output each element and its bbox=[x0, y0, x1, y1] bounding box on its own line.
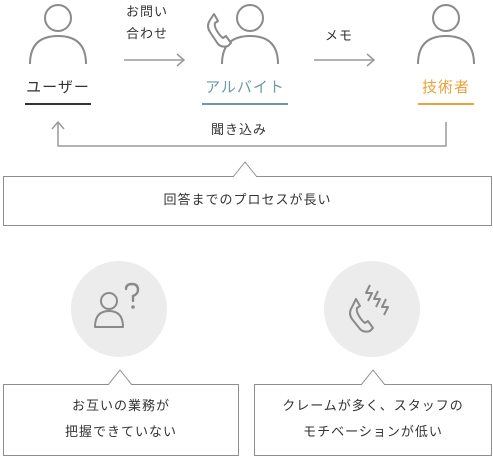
inquiry-label-line1: お問い bbox=[126, 5, 169, 20]
left-issue-pointer bbox=[107, 369, 133, 386]
left-issue-line1: お互いの業務が bbox=[71, 399, 170, 414]
engineer-label: 技術者 bbox=[418, 76, 474, 105]
inquiry-label-line2: 合わせ bbox=[126, 27, 169, 42]
right-issue-line1: クレームが多く、スタッフの bbox=[282, 399, 464, 414]
left-issue-circle bbox=[71, 261, 167, 357]
listening-return-arrow bbox=[51, 120, 447, 147]
engineer-person-icon bbox=[417, 4, 475, 65]
right-issue-circle bbox=[324, 261, 420, 357]
user-label: ユーザー bbox=[25, 76, 91, 105]
listening-label: 聞き込み bbox=[211, 123, 268, 138]
right-issue-pointer bbox=[360, 369, 386, 386]
left-issue-box: お互いの業務が 把握できていない bbox=[3, 384, 239, 456]
memo-label: メモ bbox=[325, 29, 354, 44]
inquiry-label: お問い 合わせ bbox=[126, 2, 168, 46]
main-problem-text: 回答までのプロセスが長い bbox=[163, 193, 332, 208]
right-issue-box: クレームが多く、スタッフの モチベーションが低い bbox=[254, 384, 492, 456]
left-issue-line2: 把握できていない bbox=[64, 425, 177, 440]
right-issue-line2: モチベーションが低い bbox=[303, 425, 443, 440]
part-timer-label: アルバイト bbox=[202, 76, 288, 105]
main-problem-pointer bbox=[232, 161, 258, 178]
main-problem-box: 回答までのプロセスが長い bbox=[3, 176, 492, 226]
person-question-icon bbox=[94, 282, 140, 328]
memo-arrow bbox=[314, 53, 376, 67]
inquiry-arrow bbox=[124, 53, 186, 67]
user-person-icon bbox=[29, 4, 87, 65]
part-timer-phone-icon bbox=[207, 4, 279, 65]
ringing-phone-icon bbox=[349, 284, 389, 333]
